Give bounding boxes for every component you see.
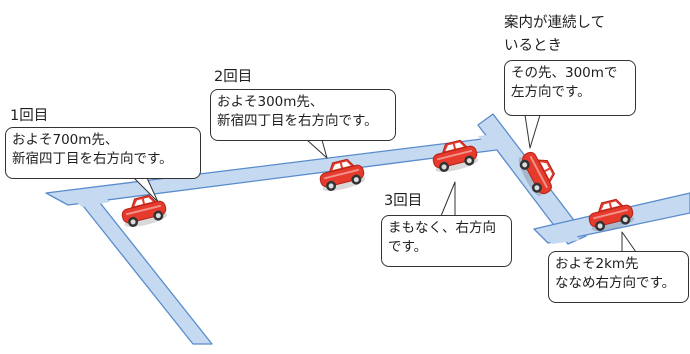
cars-layer	[121, 139, 635, 231]
bubble-first-line1: およそ700m先、	[12, 132, 119, 148]
tail-third	[440, 181, 456, 217]
bubble-second-guidance: およそ300m先、 新宿四丁目を右方向です。	[210, 89, 396, 141]
red-car-icon-4	[518, 151, 556, 197]
road-intersection	[478, 134, 510, 150]
red-car-icon-5	[588, 198, 635, 231]
bubble-third-line2: です。	[388, 239, 428, 255]
red-car-icon-2	[319, 158, 366, 191]
road-intersection	[540, 228, 580, 244]
label-continuous-line2: いるとき	[504, 38, 562, 54]
road-intersection	[70, 193, 110, 207]
bubble-second-line2: 新宿四丁目を右方向です。	[217, 113, 378, 129]
bubble-first-guidance: およそ700m先、 新宿四丁目を右方向です。	[5, 127, 201, 179]
bubble-diagonal-line1: およそ2km先	[555, 256, 639, 272]
red-car-icon-1	[121, 194, 168, 227]
bubble-continuous-line1: その先、300mで	[511, 65, 618, 81]
bubble-first-line2: 新宿四丁目を右方向です。	[12, 151, 173, 167]
bubble-continuous-guidance: その先、300mで 左方向です。	[504, 60, 636, 116]
label-continuous-line1: 案内が連続して	[504, 15, 606, 31]
tail-diagonal	[621, 231, 637, 253]
bubble-diagonal-line2: ななめ右方向です。	[555, 275, 676, 291]
label-second-guidance: 2回目	[214, 69, 253, 85]
bubble-second-line1: およそ300m先、	[217, 94, 324, 110]
red-car-icon-3	[432, 139, 479, 172]
label-third-guidance: 3回目	[384, 193, 423, 209]
bubble-third-guidance: まもなく、右方向 です。	[381, 215, 512, 267]
bubble-diagonal-guidance: およそ2km先 ななめ右方向です。	[548, 251, 689, 303]
bubble-third-line1: まもなく、右方向	[388, 220, 496, 236]
tail-second	[306, 139, 328, 159]
label-first-guidance: 1回目	[10, 108, 49, 124]
bubble-continuous-line2: 左方向です。	[511, 84, 591, 100]
tail-continuous	[524, 114, 541, 149]
